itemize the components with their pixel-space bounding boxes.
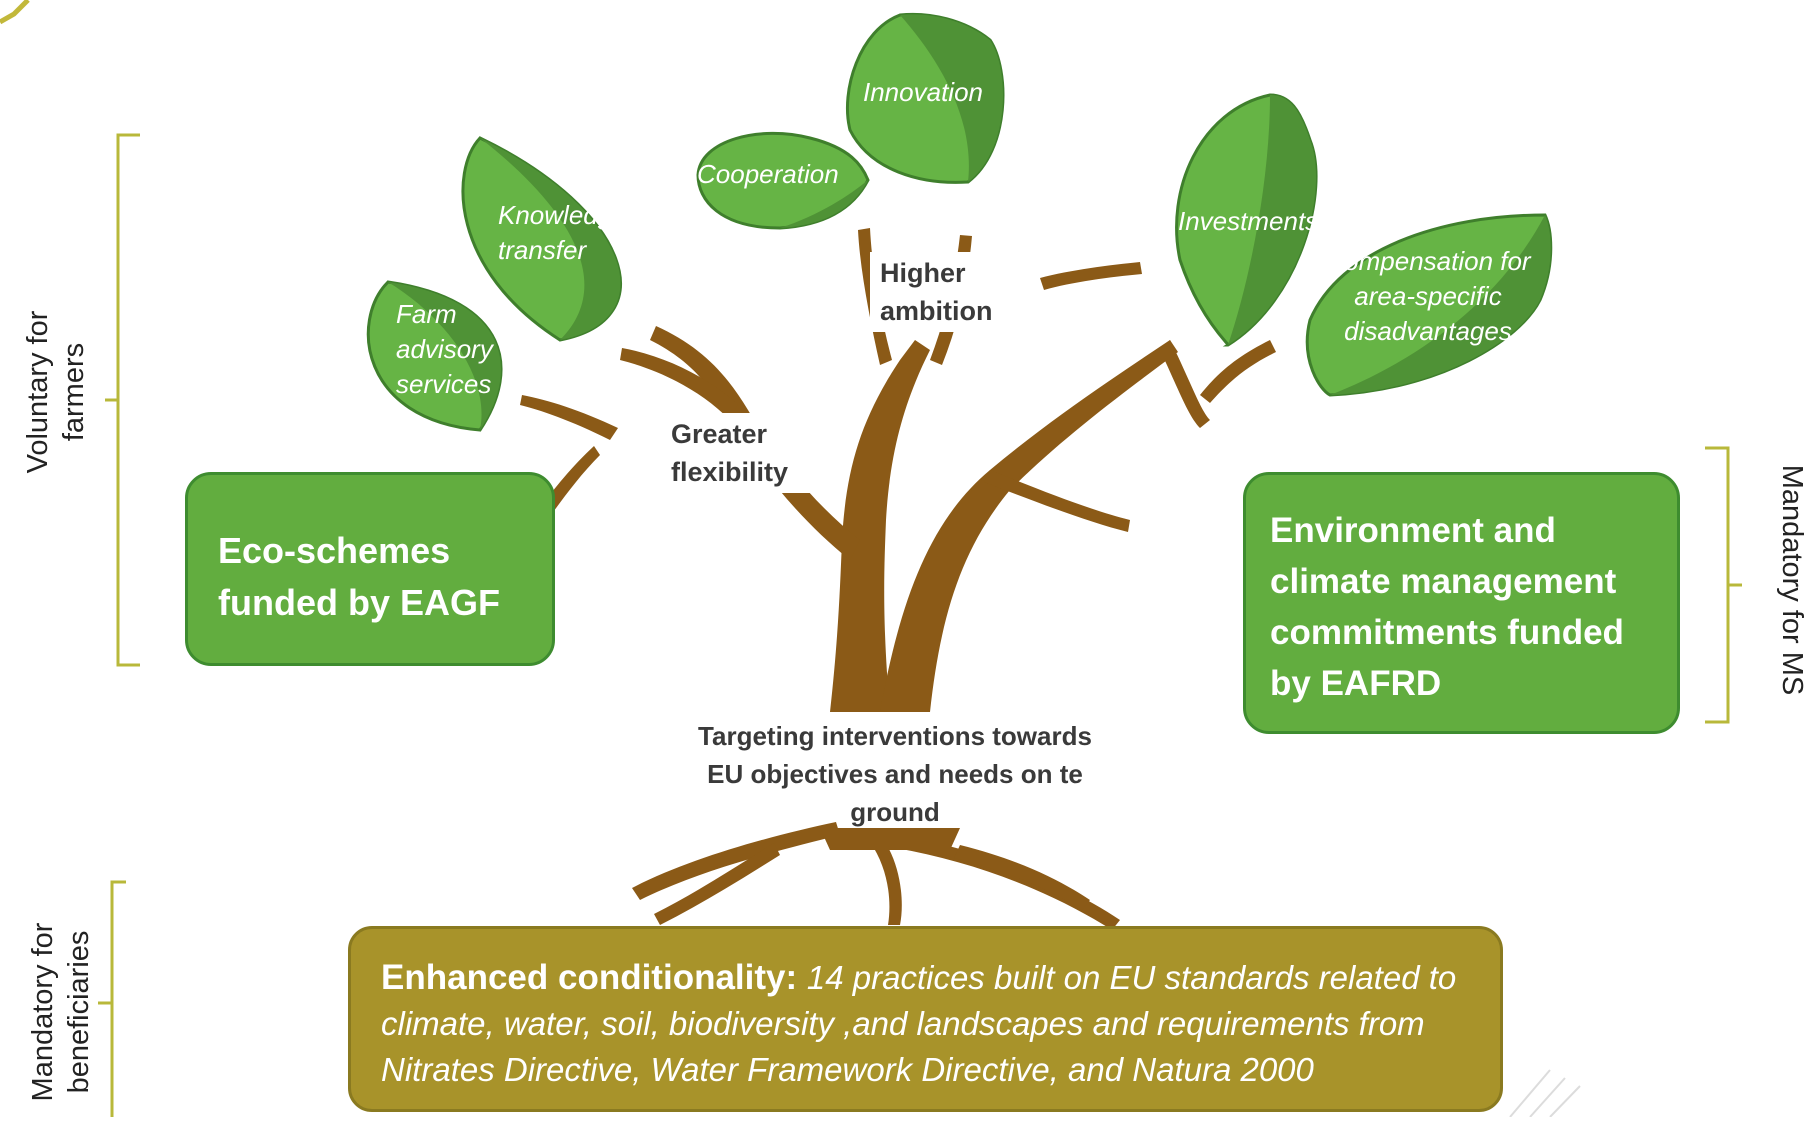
tree-roots (632, 822, 1120, 930)
bracket-voluntary (105, 133, 140, 667)
voluntary-for-farmers-label: Voluntary for farmers (22, 310, 90, 474)
decorative-stripes (1509, 1069, 1581, 1117)
leaf-innovation (845, 12, 1005, 184)
bracket-mandatory-ms (1705, 446, 1742, 724)
eco-schemes-box: Eco-schemes funded by EAGF (185, 472, 555, 666)
leaf-farm-advisory (366, 280, 503, 432)
leaf-label-cooperation: Cooperation (697, 159, 839, 189)
conditionality-box: Enhanced conditionality: 14 practices bu… (348, 926, 1503, 1112)
leaf-label-innovation: Innovation (863, 77, 983, 107)
bracket-mandatory-beneficiaries (98, 880, 126, 1117)
leaf-compensation (1305, 213, 1553, 397)
conditionality-text: 14 practices built on EU standards relat… (381, 959, 1457, 1088)
mandatory-for-ms-label: Mandatory for MS (1776, 464, 1808, 696)
leaf-label-knowledge-transfer: Knowledge transfer (498, 200, 627, 265)
greater-flexibility-label: Greater flexibility (665, 413, 817, 493)
leaf-cooperation (696, 131, 870, 230)
leaf-label-compensation: Compensation for area-specific disadvant… (1325, 246, 1531, 346)
higher-ambition-label: Higher ambition (870, 252, 1030, 332)
leaf-label-farm-advisory: Farm advisory services (396, 299, 493, 399)
leaf-knowledge-transfer (461, 136, 622, 342)
conditionality-title: Enhanced conditionality: (381, 958, 807, 997)
leaf-investments (1175, 93, 1318, 347)
environment-climate-box: Environment and climate management commi… (1243, 472, 1680, 734)
corner-decoration (0, 0, 30, 25)
eco-schemes-text: Eco-schemes funded by EAGF (218, 530, 500, 623)
targeting-interventions-label: Targeting interventions towards EU objec… (698, 721, 1092, 827)
leaf-label-investments: Investments (1178, 206, 1319, 236)
environment-climate-text: Environment and climate management commi… (1270, 511, 1624, 703)
mandatory-for-beneficiaries-label: Mandatory for beneficiaries (27, 922, 95, 1102)
